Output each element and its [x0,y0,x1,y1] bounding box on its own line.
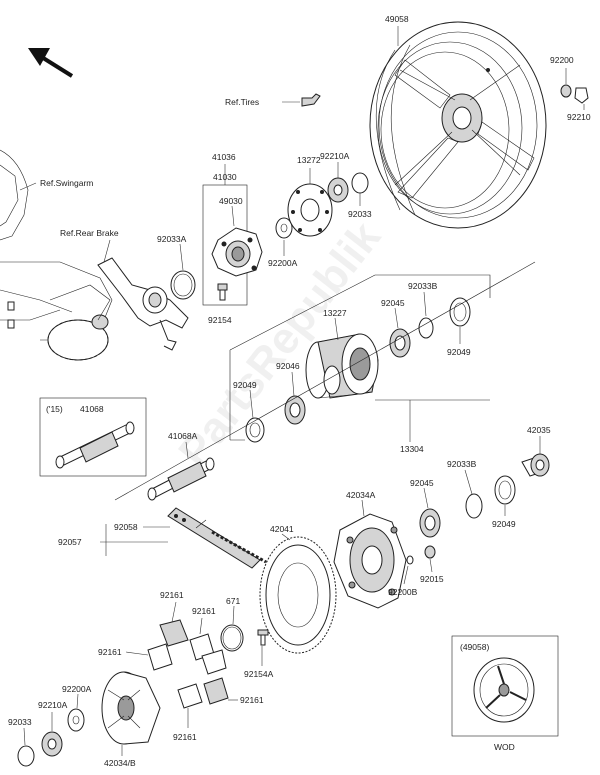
spacer-sleeve-mid[interactable] [323,365,341,395]
label-13227: 13227 [323,308,347,318]
washer-92200b[interactable] [406,555,414,565]
label-92200a-top: 92200A [268,258,298,268]
arrow-up-left-icon [28,48,74,78]
circlip-92033a[interactable] [170,270,196,300]
ref-tires[interactable]: Ref.Tires [225,97,259,107]
rear-brake-bracket [97,257,189,351]
label-92045-top: 92045 [381,298,405,308]
label-49058: 49058 [385,14,409,24]
label-671: 671 [226,596,240,606]
label-92049-right: 92049 [492,519,516,529]
drive-chain-92057[interactable] [167,507,267,569]
coupling-flange-49030[interactable] [211,227,263,277]
label-92161-c: 92161 [98,647,122,657]
damper-rubber-set[interactable] [147,619,229,709]
label-92045-right: 92045 [410,478,434,488]
label-92033b-top: 92033B [408,281,438,291]
rear-wheel-rim[interactable] [369,21,547,229]
bearing-92045-right[interactable] [419,508,441,538]
stud-92015[interactable] [424,545,436,559]
collar-42035[interactable] [521,453,550,477]
label-92161-d: 92161 [240,695,264,705]
needle-bearing-92046[interactable] [284,395,306,425]
label-92210a: 92210A [320,151,350,161]
circlip-92033-bottom[interactable] [17,745,35,767]
label-92154: 92154 [208,315,232,325]
assembly-13304-frame [229,274,491,441]
label-92058: 92058 [114,522,138,532]
label-92057: 92057 [58,537,82,547]
washer-92200a-bottom[interactable] [67,708,85,732]
ref-swingarm[interactable]: Ref.Swingarm [40,178,93,188]
label-13304: 13304 [400,444,424,454]
axle-41068a[interactable] [147,457,215,501]
label-41030: 41030 [213,172,237,182]
label-42035: 42035 [527,425,551,435]
label-15-tag: ('15) [46,404,63,414]
circlip-92033-top[interactable] [351,172,369,194]
label-92033-top: 92033 [348,209,372,219]
axle-41068[interactable] [55,421,135,469]
bolt-92154[interactable] [217,283,228,301]
label-42034b: 42034/B [104,758,136,768]
label-92049-left: 92049 [233,380,257,390]
inset-title: (49058) [460,642,489,652]
label-49030: 49030 [219,196,243,206]
o-ring-671[interactable] [220,624,244,652]
label-92033b-right: 92033B [447,459,477,469]
label-42041: 42041 [270,524,294,534]
label-92015: 92015 [420,574,444,584]
label-92200a-bottom: 92200A [62,684,92,694]
swingarm-reference-drawing [0,149,113,361]
oil-seal-92049-top[interactable] [449,297,471,327]
label-41036: 41036 [212,152,236,162]
tire-valve-icon [301,93,321,107]
sprocket-hub-13227[interactable] [305,333,379,399]
ref-rear-brake[interactable]: Ref.Rear Brake [60,228,119,238]
axle-center-line [114,261,536,501]
label-92154a: 92154A [244,669,274,679]
label-92033-bottom: 92033 [8,717,32,727]
label-92210a-bottom: 92210A [38,700,68,710]
label-92161-a: 92161 [160,590,184,600]
label-92049-top: 92049 [447,347,471,357]
nut-92200[interactable] [560,84,572,98]
inset-caption: WOD [494,742,515,752]
label-92200b: 92200B [388,587,418,597]
label-92210: 92210 [567,112,591,122]
circlip-92033b-right[interactable] [465,493,483,519]
label-92033a: 92033A [157,234,187,244]
oil-seal-92049-right[interactable] [494,475,516,505]
oil-seal-92049-left[interactable] [245,417,265,443]
washer-92200a-top[interactable] [275,217,293,239]
washer-92210[interactable] [574,87,589,104]
label-13272: 13272 [297,155,321,165]
drive-plate-13272[interactable] [287,183,333,237]
rear-sprocket-42041[interactable] [259,536,337,654]
label-92046: 92046 [276,361,300,371]
axle-variant-box-2015: ('15) 41068 [39,397,147,477]
wheel-variant-inset: (49058) WOD [451,635,559,752]
collar-92210a[interactable] [327,177,349,203]
bolt-92154a[interactable] [257,629,269,646]
label-92161-b: 92161 [192,606,216,616]
label-92161-e: 92161 [173,732,197,742]
label-92200: 92200 [550,55,574,65]
label-42034a: 42034A [346,490,376,500]
sprocket-carrier-42034b[interactable] [101,671,161,745]
sprocket-carrier-42034a[interactable] [333,513,407,609]
wheel-wod-thumbnail[interactable] [473,657,535,723]
label-41068a: 41068A [168,431,198,441]
collar-92210a-bottom[interactable] [41,731,63,757]
label-41068: 41068 [80,404,104,414]
bearing-92045-mid[interactable] [389,328,411,358]
